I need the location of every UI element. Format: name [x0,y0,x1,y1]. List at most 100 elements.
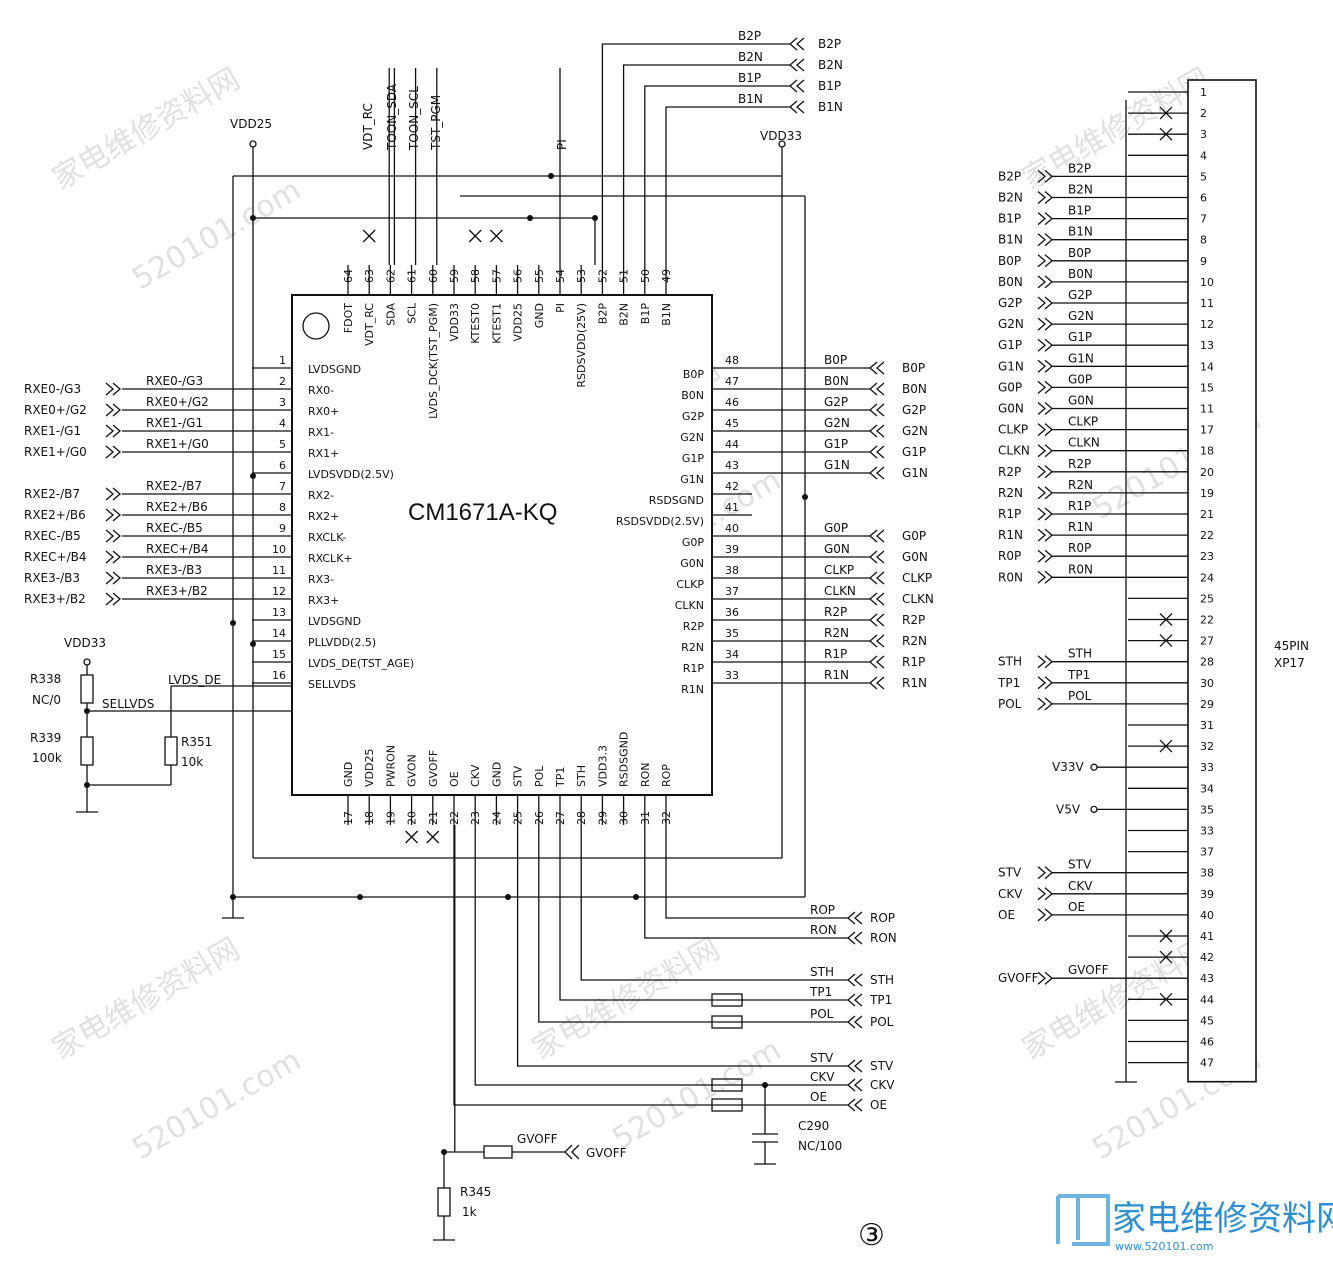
signal-net: CLKN [824,584,856,598]
pin-name: RX1- [308,426,334,439]
pin-number: 43 [725,459,739,472]
pin-number: 28 [575,811,588,825]
port-arrow [1037,317,1053,331]
signal-port: STV [998,866,1022,880]
signal-net: G2N [1068,309,1094,323]
pin-name: G1N [680,473,704,486]
pin-number: 61 [406,269,419,283]
port-arrow [869,676,885,690]
pin-number: 57 [490,269,503,283]
connector-body [1187,79,1257,1083]
port-arrow [869,571,885,585]
port-arrow [105,487,121,501]
resistor-r338 [80,674,94,704]
pin-number: 1 [279,354,286,367]
connector-pin-number: 37 [1200,846,1214,859]
pin-number: 10 [272,543,286,556]
port-arrow [1037,971,1053,985]
signal-port: R2N [998,486,1023,500]
pin-name: GVOFF [427,750,440,787]
signal-net: CLKP [824,563,854,577]
pin1-marker [302,312,330,340]
signal-port: R0P [998,549,1021,563]
port-arrow [105,403,121,417]
signal-wire [516,825,848,1067]
pin-name: STH [575,765,588,787]
pin-name: LVDSGND [308,363,361,376]
signal-net: STH [810,965,834,979]
bottom-pins: 17GND18VDD2519PWRON20GVON21GVOFF22OE23CK… [342,732,673,844]
signal-port: RXE0+/G2 [24,403,87,417]
signal-net: R0N [1068,562,1093,576]
vdd33-label: VDD33 [760,129,802,143]
connector-pin-number: 45 [1200,1014,1214,1027]
pin-number: 14 [272,627,286,640]
pin-name: SDA [384,303,397,326]
signal-port: R0N [998,570,1023,584]
pin-number: 25 [512,811,525,825]
connector-pin-number: 4 [1200,149,1207,162]
port-arrow [1037,402,1053,415]
signal-port: RXE3-/B3 [24,571,80,585]
pin-number: 64 [342,269,355,283]
port-arrow [1037,549,1053,563]
right-signals: B0PB0PB0NB0NG2PG2PG2NG2NG1PG1PG1NG1NG0PG… [752,353,934,690]
pin-number: 27 [554,811,567,825]
pin-name: PI [554,303,567,313]
r345-value: 1k [462,1205,477,1219]
connector-pin-number: 11 [1200,297,1214,310]
pin-name: KTEST1 [490,303,503,344]
r351-ref: R351 [181,735,212,749]
signal-net: RON [810,923,837,937]
junction-dot [802,494,808,500]
pin-number: 22 [448,811,461,825]
pin-name: RX3+ [308,594,339,607]
left-signals: RXE0-/G3RXE0-/G3RXE0+/G2RXE0+/G2RXE1-/G1… [24,374,252,606]
signal-port: GVOFF [998,971,1039,985]
pin-number: 20 [406,811,419,825]
c290-value: NC/100 [798,1139,842,1153]
connector-pin-number: 42 [1200,951,1214,964]
signal-port: R1N [902,676,927,690]
junction-dot [592,215,598,221]
power-rails [222,140,808,919]
connector-pin-number: 8 [1200,234,1207,247]
pin-name: RX2- [308,489,334,502]
junction-dot [250,641,256,647]
port-arrow [1037,528,1053,542]
signal-wire [580,825,848,981]
signal-net: G0P [824,521,848,535]
pin-number: 49 [660,269,673,283]
pin-name: ROP [660,764,673,787]
watermark-text: 520101.com [127,1043,307,1167]
port-arrow [105,382,121,396]
port-arrow [847,1078,863,1092]
v5-terminal [1090,805,1098,814]
book-icon [1084,1194,1110,1246]
connector-pin-number: 33 [1200,761,1214,774]
connector-pin-number: 10 [1200,276,1214,289]
signal-net: B2N [738,50,763,64]
pin-number: 4 [279,417,286,430]
pin-name: KTEST0 [469,303,482,344]
signal-port: POL [870,1015,894,1029]
signal-net: R1P [1068,499,1091,513]
pin-number: 3 [279,396,286,409]
no-connect-mark [1159,613,1173,626]
pin-name: VDT_RC [363,303,376,346]
lvds-de-net: LVDS_DE [168,673,221,687]
signal-net: G0N [1068,394,1094,408]
pin-name: G0N [680,557,704,570]
watermark-text: 家电维修资料网 [527,932,726,1067]
pin-number: 8 [279,501,286,514]
port-arrow [869,445,885,459]
connector-name: 45PIN [1274,639,1309,653]
pin-name: RX2+ [308,510,339,523]
logo-text: 家电维修资料网 [1112,1199,1333,1239]
pin-name: G2P [682,410,705,423]
junction-dot [230,894,236,900]
left-pins: 1LVDSGND2RX0-3RX0+4RX1-5RX1+6LVDSVDD(2.5… [252,354,414,691]
r338-ref: R338 [30,672,61,686]
connector-pin-number: 47 [1200,1057,1214,1070]
pin-number: 47 [725,375,739,388]
